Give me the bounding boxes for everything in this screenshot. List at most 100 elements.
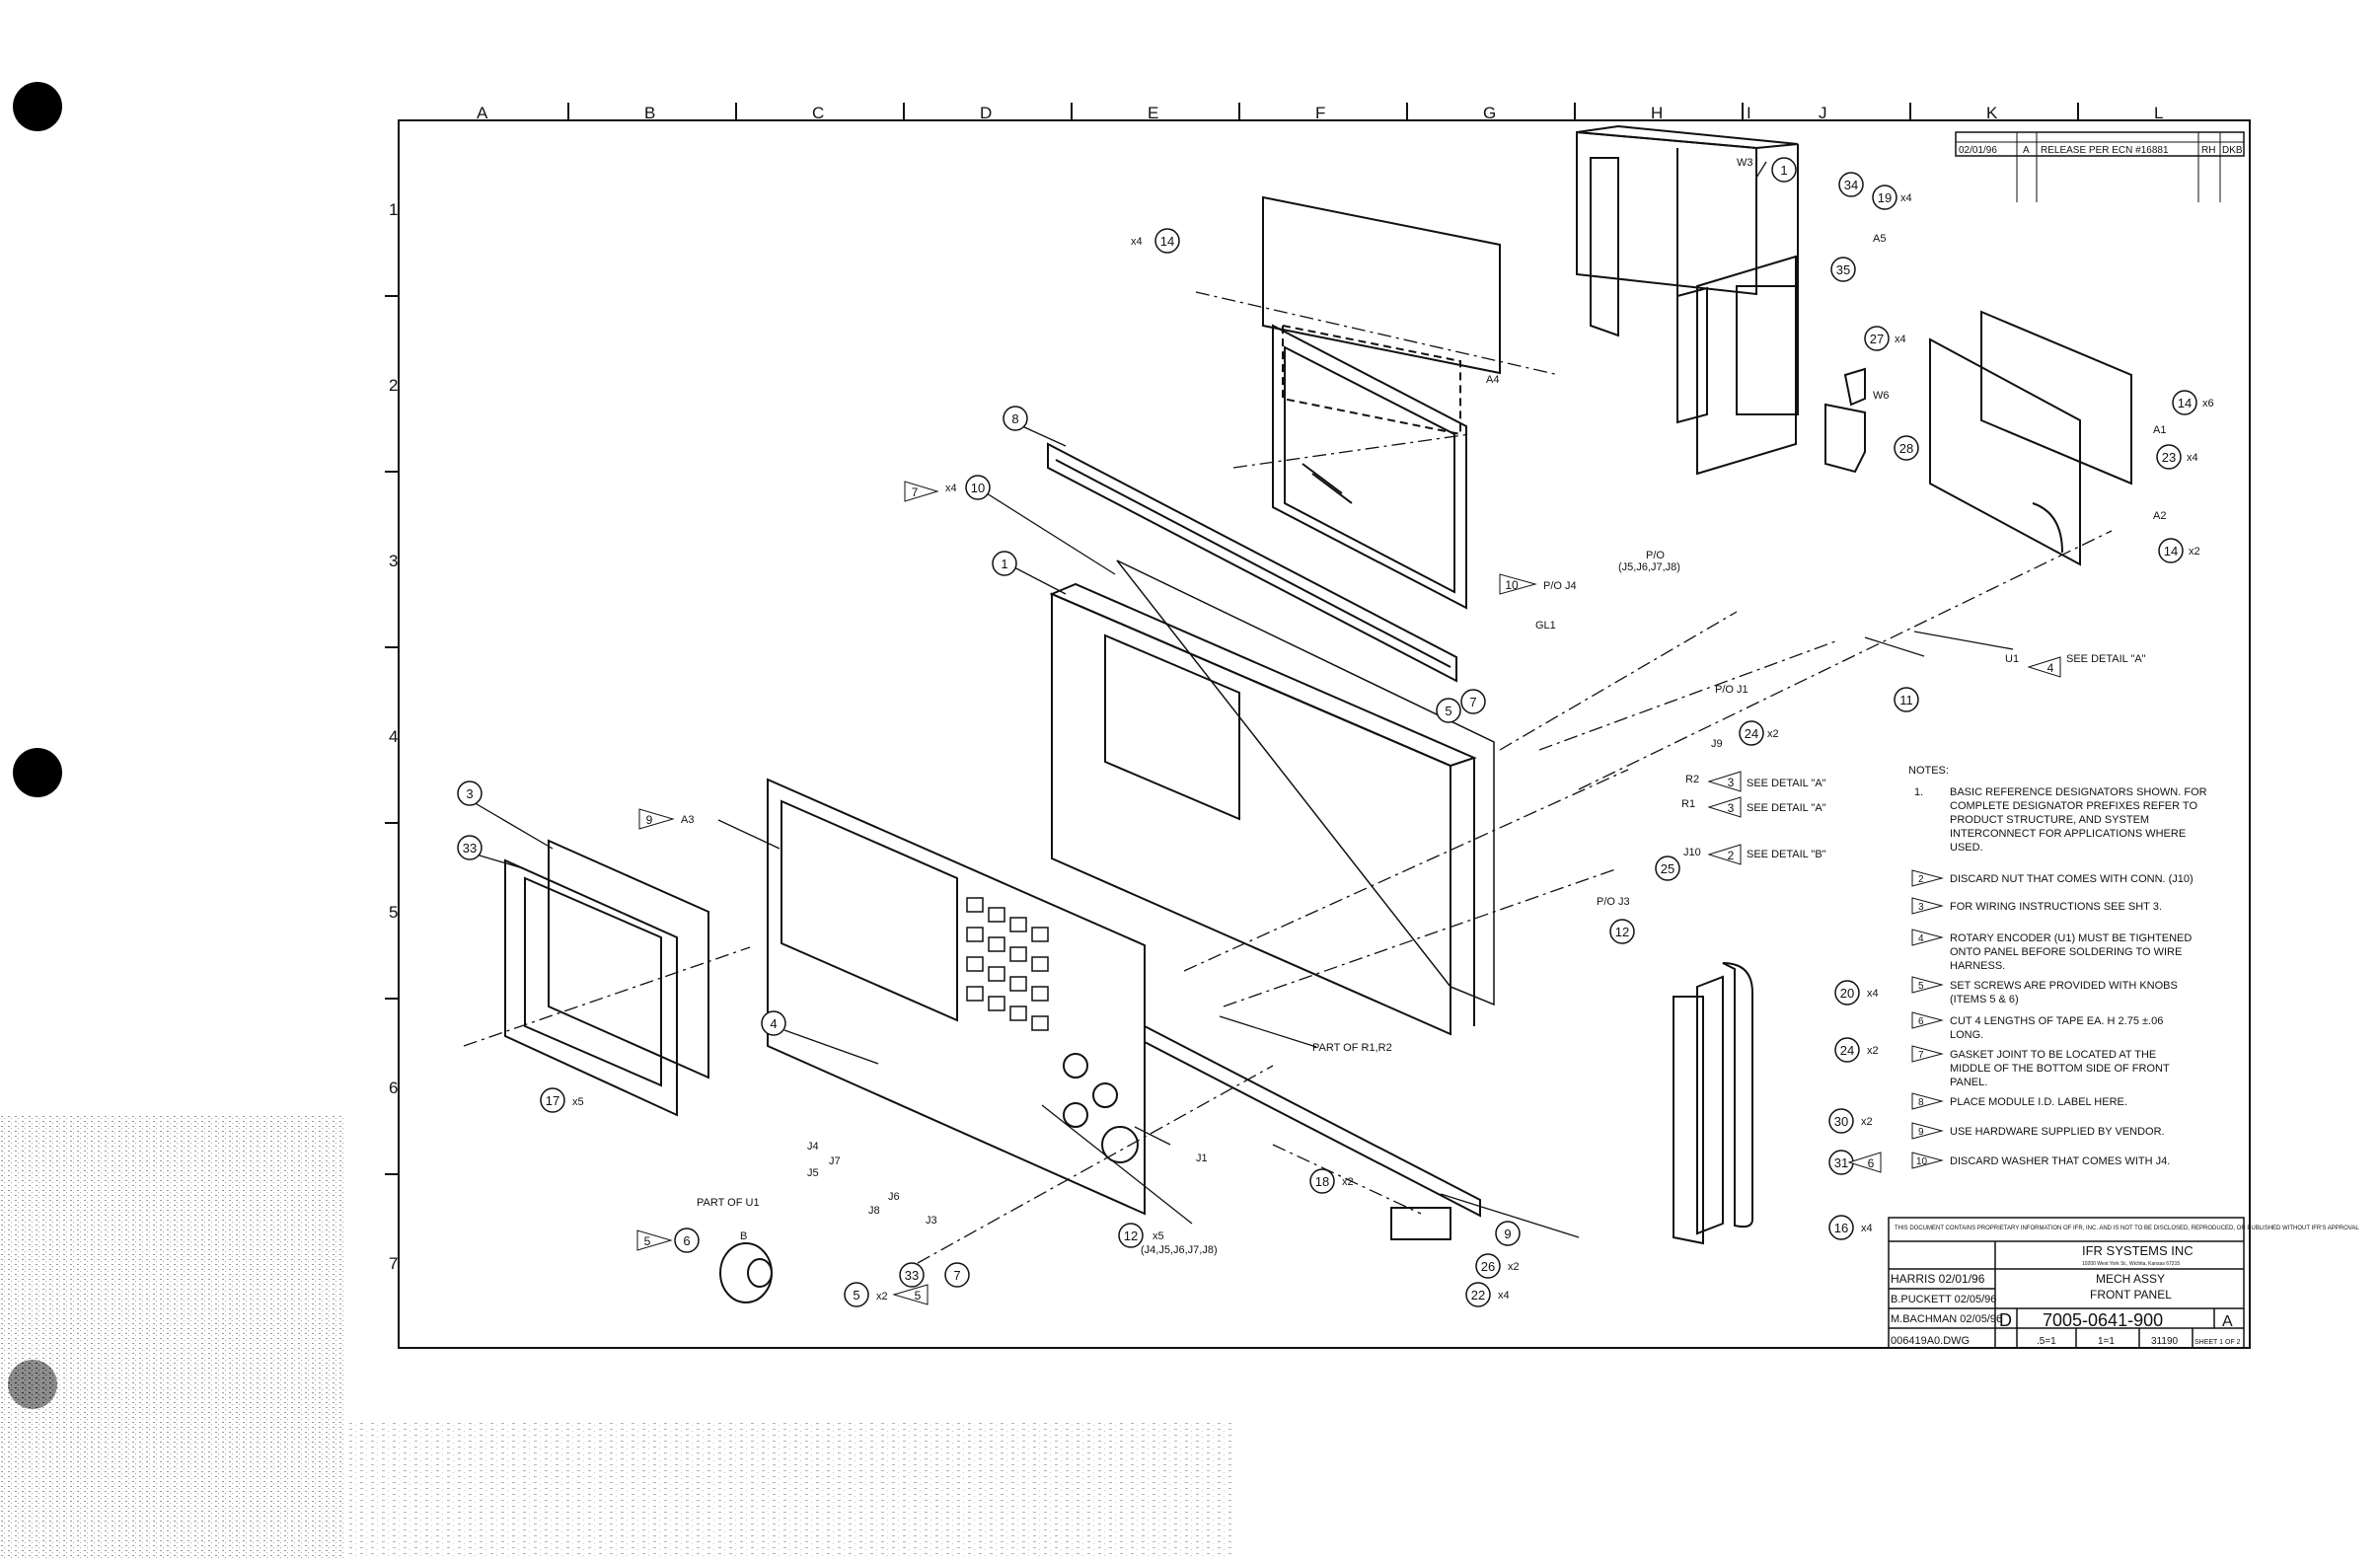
- tb-company: IFR SYSTEMS INC: [2082, 1243, 2194, 1258]
- balloon-26: 27: [1864, 326, 1890, 351]
- svg-text:PLACE MODULE I.D. LABEL HERE.: PLACE MODULE I.D. LABEL HERE.: [1950, 1096, 2127, 1108]
- note-flags: 7 10 4 3 3 2 9 5 5 6: [636, 481, 2061, 1305]
- flag-5b: 5: [892, 1284, 929, 1305]
- svg-text:22: 22: [1471, 1288, 1485, 1302]
- zone-row-6: 6: [389, 1079, 398, 1097]
- svg-text:DISCARD WASHER THAT COMES WITH: DISCARD WASHER THAT COMES WITH J4.: [1950, 1155, 2170, 1167]
- balloon-33: 3433: [457, 835, 483, 860]
- tb-size: D: [1999, 1310, 2012, 1330]
- svg-text:SET SCREWS ARE PROVIDED WITH K: SET SCREWS ARE PROVIDED WITH KNOBS: [1950, 980, 2178, 992]
- zone-row-4: 4: [389, 727, 398, 746]
- svg-text:6: 6: [683, 1233, 690, 1248]
- zone-col-B: B: [644, 104, 655, 122]
- front-panel-1: [1049, 559, 1495, 1036]
- balloon-24: 2524: [1834, 1037, 1860, 1063]
- tb-approved: M.BACHMAN 02/05/96: [1891, 1313, 2002, 1325]
- flag-9: 9: [638, 808, 675, 830]
- label-w6: W6: [1873, 390, 1890, 402]
- label-x5-15: x5: [572, 1096, 584, 1108]
- label-u1: U1: [2005, 653, 2019, 665]
- svg-text:7: 7: [912, 485, 919, 499]
- tb-scale: .5=1: [2037, 1336, 2056, 1347]
- svg-text:11: 11: [1899, 693, 1913, 707]
- zone-row-1: 1: [389, 200, 398, 219]
- svg-text:INTERCONNECT FOR APPLICATIONS: INTERCONNECT FOR APPLICATIONS WHERE: [1950, 828, 2186, 840]
- label-x2-22: x2: [1767, 728, 1779, 740]
- rev-letter: A: [2023, 145, 2030, 156]
- board-a5: [1676, 255, 1797, 476]
- bezel-33: [504, 858, 678, 1117]
- title-block: [1888, 1217, 2245, 1349]
- cable-w6: [1824, 367, 1866, 474]
- balloon-15: 17: [540, 1087, 565, 1113]
- label-a3: A3: [681, 814, 694, 826]
- svg-text:HARNESS.: HARNESS.: [1950, 960, 2005, 972]
- svg-text:6: 6: [1868, 1156, 1875, 1170]
- zone-col-A: A: [477, 104, 488, 122]
- svg-text:USED.: USED.: [1950, 842, 1983, 854]
- svg-text:9: 9: [646, 813, 653, 827]
- balloon-4: 4: [761, 1010, 786, 1036]
- svg-text:6: 6: [1918, 1016, 1924, 1027]
- flag-3b: 3: [1707, 796, 1742, 818]
- balloon-9: 9: [1495, 1221, 1521, 1246]
- label-a5: A5: [1873, 233, 1886, 245]
- label-j5: J5: [807, 1167, 819, 1179]
- balloon-14a: 14: [2172, 390, 2197, 415]
- svg-text:1: 1: [1001, 557, 1007, 571]
- assembly-centerlines: [463, 291, 2113, 1264]
- balloon-27: 28: [1894, 435, 1919, 461]
- rev-description: RELEASE PER ECN #16881: [2041, 145, 2169, 156]
- label-see-a-r2: SEE DETAIL "A": [1747, 778, 1826, 789]
- balloon-18: 19: [1872, 185, 1897, 210]
- svg-text:14: 14: [2178, 396, 2192, 410]
- label-x2-28: x2: [1861, 1116, 1873, 1128]
- zone-col-K: K: [1986, 104, 1998, 122]
- balloon-5: 55: [844, 1282, 869, 1307]
- svg-text:33: 33: [463, 841, 477, 856]
- svg-text:2: 2: [1918, 874, 1924, 885]
- zone-column-labels: A B C D E F G H I J K L: [477, 104, 2163, 122]
- balloon-32: 35: [1830, 257, 1856, 282]
- svg-text:DISCARD NUT THAT COMES WITH CO: DISCARD NUT THAT COMES WITH CONN. (J10): [1950, 873, 2194, 885]
- svg-text:PANEL.: PANEL.: [1950, 1077, 1987, 1088]
- svg-text:5: 5: [1445, 704, 1451, 718]
- svg-text:3: 3: [466, 786, 473, 801]
- display-glass: [1272, 324, 1467, 610]
- binder-hole-middle: [13, 748, 62, 797]
- label-p0-j1: P/O J1: [1715, 684, 1748, 696]
- balloon-12a: 12: [1609, 919, 1635, 944]
- zone-col-C: C: [812, 104, 824, 122]
- label-x4-26: x4: [1895, 334, 1906, 345]
- side-handles: [1673, 962, 1753, 1245]
- label-p0-j4: P/O J4: [1543, 580, 1577, 592]
- label-x4-16: x4: [1861, 1223, 1873, 1234]
- label-see-a-u1: SEE DETAIL "A": [2066, 653, 2146, 665]
- svg-text:28: 28: [1899, 441, 1913, 456]
- svg-text:17: 17: [546, 1093, 559, 1108]
- label-x5-12b: x5: [1153, 1230, 1164, 1242]
- label-j-group: (J4,J5,J6,J7,J8): [1141, 1244, 1218, 1256]
- tb-title-1: MECH ASSY: [2096, 1272, 2165, 1286]
- balloon-21: 23: [2156, 444, 2182, 470]
- svg-text:14: 14: [1160, 234, 1174, 249]
- knob-6: [719, 1242, 773, 1303]
- label-x2-25: x2: [1508, 1261, 1520, 1273]
- label-j3: J3: [926, 1215, 937, 1227]
- label-j8: J8: [868, 1205, 880, 1217]
- rev-approved: DKB: [2222, 145, 2243, 156]
- svg-text:(ITEMS 5 & 6): (ITEMS 5 & 6): [1950, 994, 2019, 1005]
- tb-rev: A: [2222, 1313, 2233, 1330]
- svg-text:10: 10: [971, 481, 985, 495]
- svg-text:18: 18: [1315, 1174, 1329, 1189]
- label-see-a-r1: SEE DETAIL "A": [1747, 802, 1826, 814]
- svg-text:16: 16: [1834, 1221, 1848, 1235]
- svg-text:4: 4: [770, 1016, 777, 1031]
- label-x4-20: x4: [1498, 1290, 1510, 1302]
- trim-9: [1144, 1024, 1481, 1240]
- flag-7: 7: [904, 481, 939, 502]
- balloon-23: 25: [1655, 856, 1680, 881]
- svg-text:31: 31: [1834, 1155, 1848, 1170]
- tb-drawn: HARRIS 02/01/96: [1891, 1272, 1985, 1286]
